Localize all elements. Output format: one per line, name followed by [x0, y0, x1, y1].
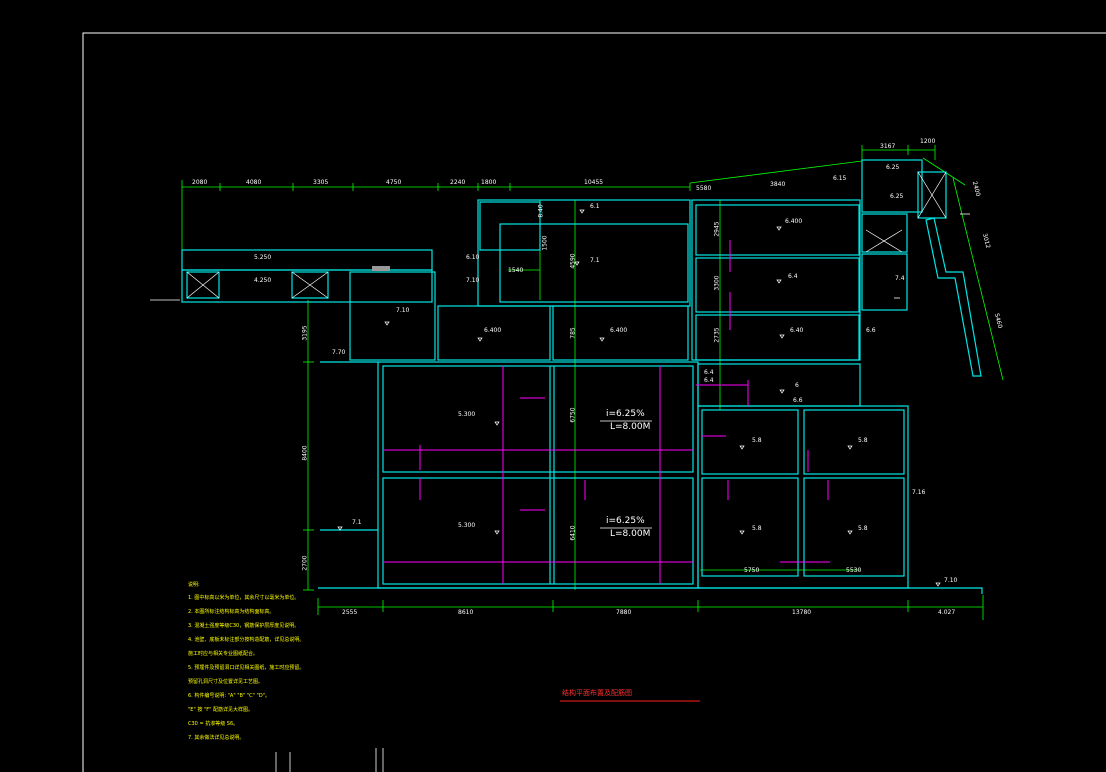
dim-top-2: 4080 — [246, 179, 262, 186]
note-line: 预留孔洞尺寸及位置详见工艺图。 — [188, 679, 264, 685]
beam-lines — [383, 240, 830, 584]
note-line: 施工时应与相关专业图纸配合。 — [188, 651, 259, 657]
elev-label: 6.4 — [704, 377, 714, 384]
elev-label: 5.8 — [752, 437, 762, 444]
dim-top-7: 10455 — [584, 179, 604, 186]
elev-label: 6.10 — [466, 254, 480, 261]
section-markers — [150, 213, 970, 772]
dim-bottom-4: 13780 — [792, 609, 812, 616]
elev-label: 5.8 — [858, 437, 868, 444]
dim-inner-14: 3012 — [980, 232, 992, 250]
slope-ratio: i=6.25% — [606, 409, 645, 419]
dim-top-8: 5580 — [696, 185, 712, 192]
note-line: "E" 按 "F" 配筋详见大样图。 — [188, 707, 254, 713]
slope-lines — [600, 420, 652, 529]
slope-length: L=8.00M — [610, 529, 651, 539]
elev-label: 7.10 — [396, 307, 410, 314]
elev-label: 6.40 — [790, 327, 804, 334]
hatch-marks — [186, 171, 947, 299]
note-line: C30 = 抗渗等级 S6。 — [188, 721, 239, 727]
elev-label: 7.1 — [352, 519, 362, 526]
note-line: 5. 预埋件及预留洞口详见相关图纸，施工时应预留。 — [188, 665, 305, 671]
dim-bottom-5: 4.027 — [938, 609, 956, 616]
dim-bottom-1: 2555 — [342, 609, 358, 616]
grey-block — [372, 266, 390, 271]
elev-label: 6.6 — [793, 397, 803, 404]
structure-walls — [181, 159, 983, 594]
elev-label: 7.4 — [895, 275, 905, 282]
dim-inner-12: 5530 — [846, 567, 862, 574]
dim-inner-3: 1500 — [541, 235, 549, 251]
elevation-symbols — [337, 209, 941, 587]
dim-inner-2: 1540 — [508, 267, 524, 274]
dim-top-10: 3167 — [880, 143, 896, 150]
elev-label: 6.4 — [788, 273, 798, 280]
note-line: 3. 混凝土强度等级C30，钢筋保护层厚度见说明。 — [188, 623, 300, 629]
dim-inner-8: 2945 — [713, 221, 721, 237]
dim-inner-7: 6410 — [569, 525, 577, 541]
elev-label: 6.25 — [886, 164, 900, 171]
elev-label: 7.16 — [912, 489, 926, 496]
dim-inner-15: 5460 — [992, 312, 1004, 330]
elev-label: 5.8 — [752, 525, 762, 532]
dim-bottom-2: 8610 — [458, 609, 474, 616]
dim-inner-10: 2735 — [713, 327, 721, 343]
dim-top-1: 2080 — [192, 179, 208, 186]
note-line: 2. 本图所标注结构标高为结构面标高。 — [188, 609, 275, 615]
dim-left-1: 3195 — [301, 325, 309, 341]
dim-left-3: 2700 — [301, 555, 309, 571]
dim-inner-1: 8.40 — [537, 204, 545, 218]
elev-label: 5.300 — [458, 411, 476, 418]
elev-label: 6 — [795, 382, 799, 389]
dim-inner-6: 6750 — [569, 407, 577, 423]
elev-label: 7.1 — [590, 257, 600, 264]
elev-label: 7.70 — [332, 349, 346, 356]
drawing-frame — [82, 32, 1106, 772]
dim-top-4: 4750 — [386, 179, 402, 186]
slope-ratio: i=6.25% — [606, 516, 645, 526]
dim-bottom-3: 7880 — [616, 609, 632, 616]
elev-label: 5.300 — [458, 522, 476, 529]
elev-label: 6.400 — [610, 327, 628, 334]
dim-inner-4: 4590 — [569, 253, 577, 269]
slope-length: L=8.00M — [610, 422, 651, 432]
note-line: 4. 池壁、底板未标注部分按构造配筋，详见总说明。 — [188, 637, 305, 643]
notes-heading: 说明: — [188, 582, 200, 588]
elev-label: 7.10 — [466, 277, 480, 284]
drawing-title: 结构平面布置及配筋图 — [562, 689, 632, 697]
elev-label: 6.400 — [484, 327, 502, 334]
dim-top-9: 3840 — [770, 181, 786, 188]
elev-label: 6.15 — [833, 175, 847, 182]
elev-label: 6.400 — [785, 218, 803, 225]
note-line: 6. 构件编号说明: "A" "B" "C" "D"。 — [188, 693, 270, 699]
dim-top-6: 1800 — [481, 179, 497, 186]
dim-inner-5: 785 — [569, 327, 577, 339]
elev-label: 5.250 — [254, 254, 272, 261]
dimension-lines — [181, 145, 1004, 620]
elev-label: 6.25 — [890, 193, 904, 200]
dim-top-11: 1200 — [920, 138, 936, 145]
note-line: 1. 图中标高以米为单位，其余尺寸以毫米为单位。 — [188, 595, 300, 601]
dim-top-3: 3305 — [313, 179, 329, 186]
elev-label: 4.250 — [254, 277, 272, 284]
dim-inner-13: 2400 — [970, 180, 982, 198]
dim-left-2: 8400 — [301, 445, 309, 461]
elev-label: 6.4 — [704, 369, 714, 376]
dim-inner-11: 5750 — [744, 567, 760, 574]
notes-block: 说明: 1. 图中标高以米为单位，其余尺寸以毫米为单位。 2. 本图所标注结构标… — [188, 583, 398, 750]
elev-label: 6.1 — [590, 203, 600, 210]
elev-label: 6.6 — [866, 327, 876, 334]
elev-label: 5.8 — [858, 525, 868, 532]
elev-label: 7.10 — [944, 577, 958, 584]
dim-inner-9: 3300 — [713, 275, 721, 291]
note-line: 7. 其余做法详见总说明。 — [188, 735, 245, 741]
dim-top-5: 2240 — [450, 179, 466, 186]
